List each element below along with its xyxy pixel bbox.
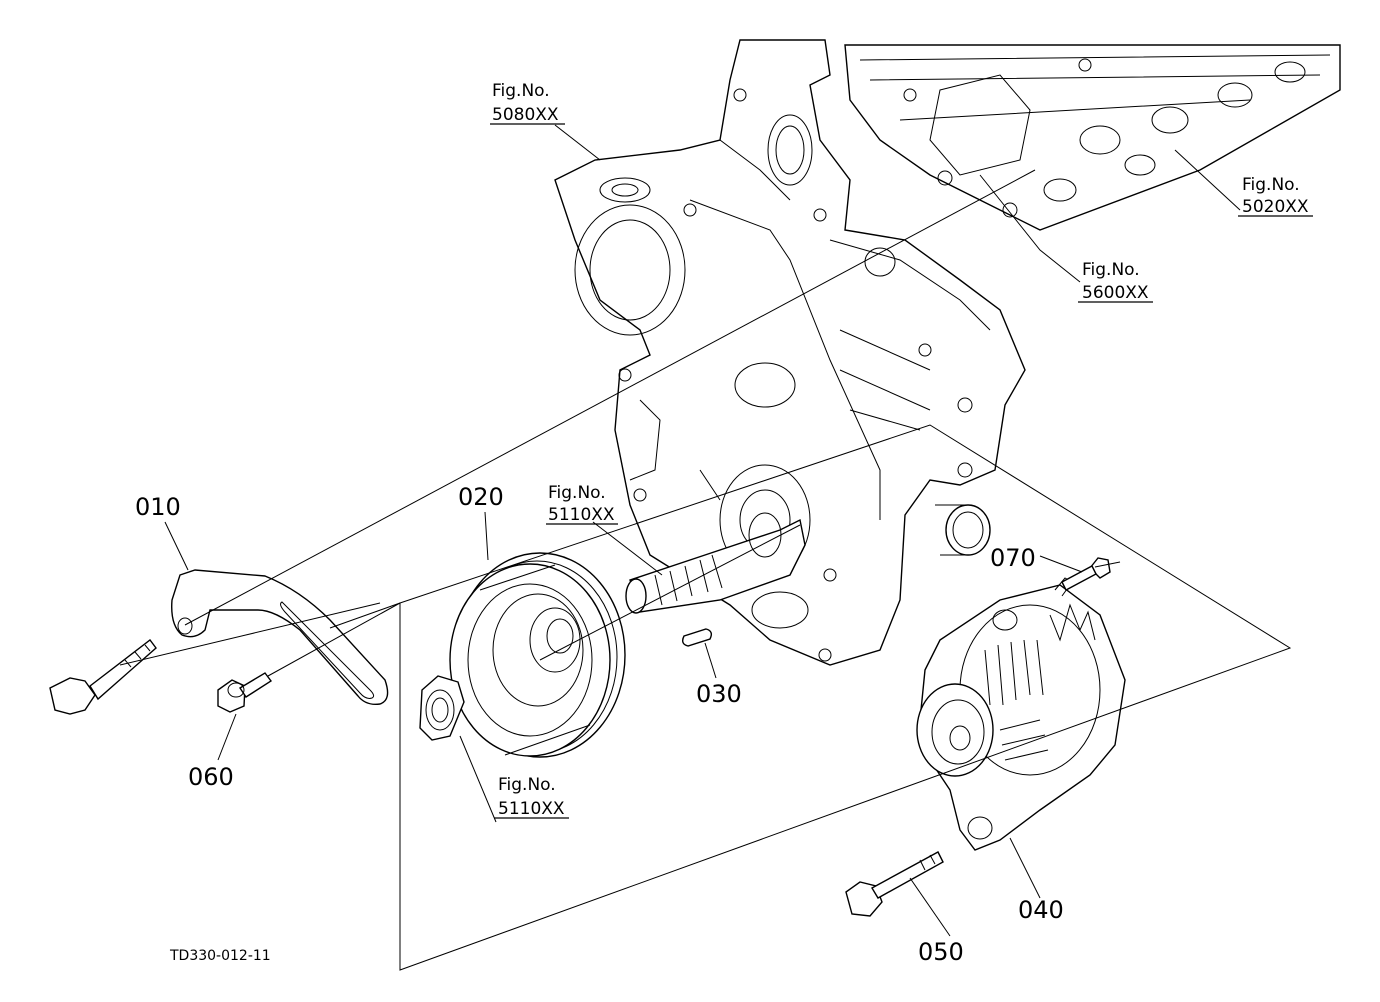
gear-case-illustration <box>554 39 1026 666</box>
fig-ref-5110-shaft-number: 5110XX <box>548 505 615 525</box>
fig-ref-5020-title: Fig.No. <box>1242 175 1300 195</box>
fig-ref-5600-number: 5600XX <box>1082 283 1149 303</box>
fig-ref-5110-nut-number: 5110XX <box>498 799 565 819</box>
bolt-part-060 <box>217 672 273 713</box>
part-label-070: 070 <box>990 544 1036 572</box>
cylinder-head-illustration <box>844 44 1341 231</box>
fig-ref-5080-title: Fig.No. <box>492 81 550 101</box>
part-label-010: 010 <box>135 493 181 521</box>
crank-pulley-part-020 <box>449 552 626 758</box>
part-label-060: 060 <box>188 763 234 791</box>
drawing-code: TD330-012-11 <box>169 948 271 964</box>
fig-ref-5600-title: Fig.No. <box>1082 260 1140 280</box>
bolt-part-070 <box>1061 557 1111 591</box>
alternator-bracket-part-010 <box>171 569 389 706</box>
part-label-030: 030 <box>696 680 742 708</box>
alternator-part-040 <box>916 577 1126 851</box>
crank-nut-illustration <box>419 675 465 741</box>
part-label-040: 040 <box>1018 896 1064 924</box>
fig-ref-5110-nut-title: Fig.No. <box>498 775 556 795</box>
bolt-part-050 <box>845 851 944 917</box>
fig-ref-5020-number: 5020XX <box>1242 197 1309 217</box>
bracket-bolt-illustration <box>49 639 157 715</box>
key-part-030 <box>681 628 713 647</box>
fig-ref-5080-number: 5080XX <box>492 105 559 125</box>
fig-ref-5110-shaft-title: Fig.No. <box>548 483 606 503</box>
part-label-020: 020 <box>458 483 504 511</box>
crankshaft-illustration <box>625 512 806 614</box>
leader-lines <box>119 123 1313 971</box>
part-label-050: 050 <box>918 938 964 966</box>
